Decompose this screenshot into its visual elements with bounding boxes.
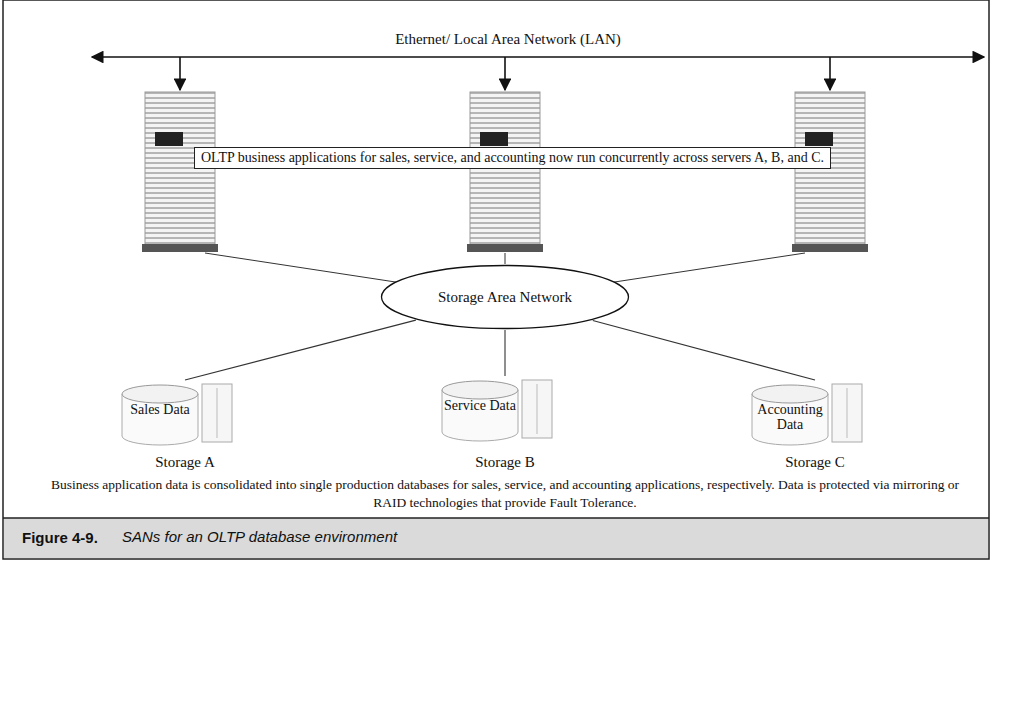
figure-number: Figure 4-9.	[22, 528, 122, 548]
storage-unit: Accounting DataStorage C	[740, 380, 890, 476]
storage-data-label: Accounting Data	[752, 402, 828, 433]
storage-name: Storage A	[110, 454, 260, 471]
box-text: OLTP business applications for sales, se…	[201, 150, 824, 165]
connector-line	[593, 320, 815, 380]
ellipse-text: Storage Area Network	[438, 289, 572, 306]
network-label: Ethernet/ Local Area Network (LAN)	[0, 30, 1016, 50]
figure-frame	[3, 0, 989, 559]
figure-caption: SANs for an OLTP database environment	[122, 528, 397, 545]
server-towers	[142, 92, 868, 252]
lan-bus	[92, 57, 984, 90]
storage-name: Storage B	[430, 454, 580, 471]
storage-name: Storage C	[740, 454, 890, 471]
connector-line	[504, 330, 505, 376]
connector-line	[185, 320, 416, 380]
storage-unit: Sales DataStorage A	[110, 380, 260, 476]
san-ellipse: Storage Area Network	[380, 264, 630, 330]
note-text: Business application data is consolidate…	[40, 476, 970, 511]
storage-data-label: Service Data	[442, 398, 518, 413]
storage-data-label: Sales Data	[122, 402, 198, 417]
application-box: OLTP business applications for sales, se…	[194, 147, 831, 169]
storage-unit: Service DataStorage B	[430, 376, 580, 476]
